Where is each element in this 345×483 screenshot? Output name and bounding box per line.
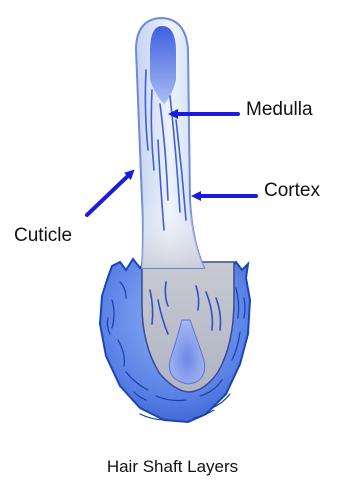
cortex-label: Cortex — [264, 180, 320, 202]
diagram-caption: Hair Shaft Layers — [0, 457, 345, 477]
medulla-label: Medulla — [246, 99, 313, 121]
cuticle-label: Cuticle — [14, 225, 72, 247]
shaft-lower-fade — [142, 196, 204, 268]
hair-shaft — [136, 18, 204, 268]
hair-bulb — [100, 259, 250, 422]
cuticle-arrow — [87, 173, 131, 215]
